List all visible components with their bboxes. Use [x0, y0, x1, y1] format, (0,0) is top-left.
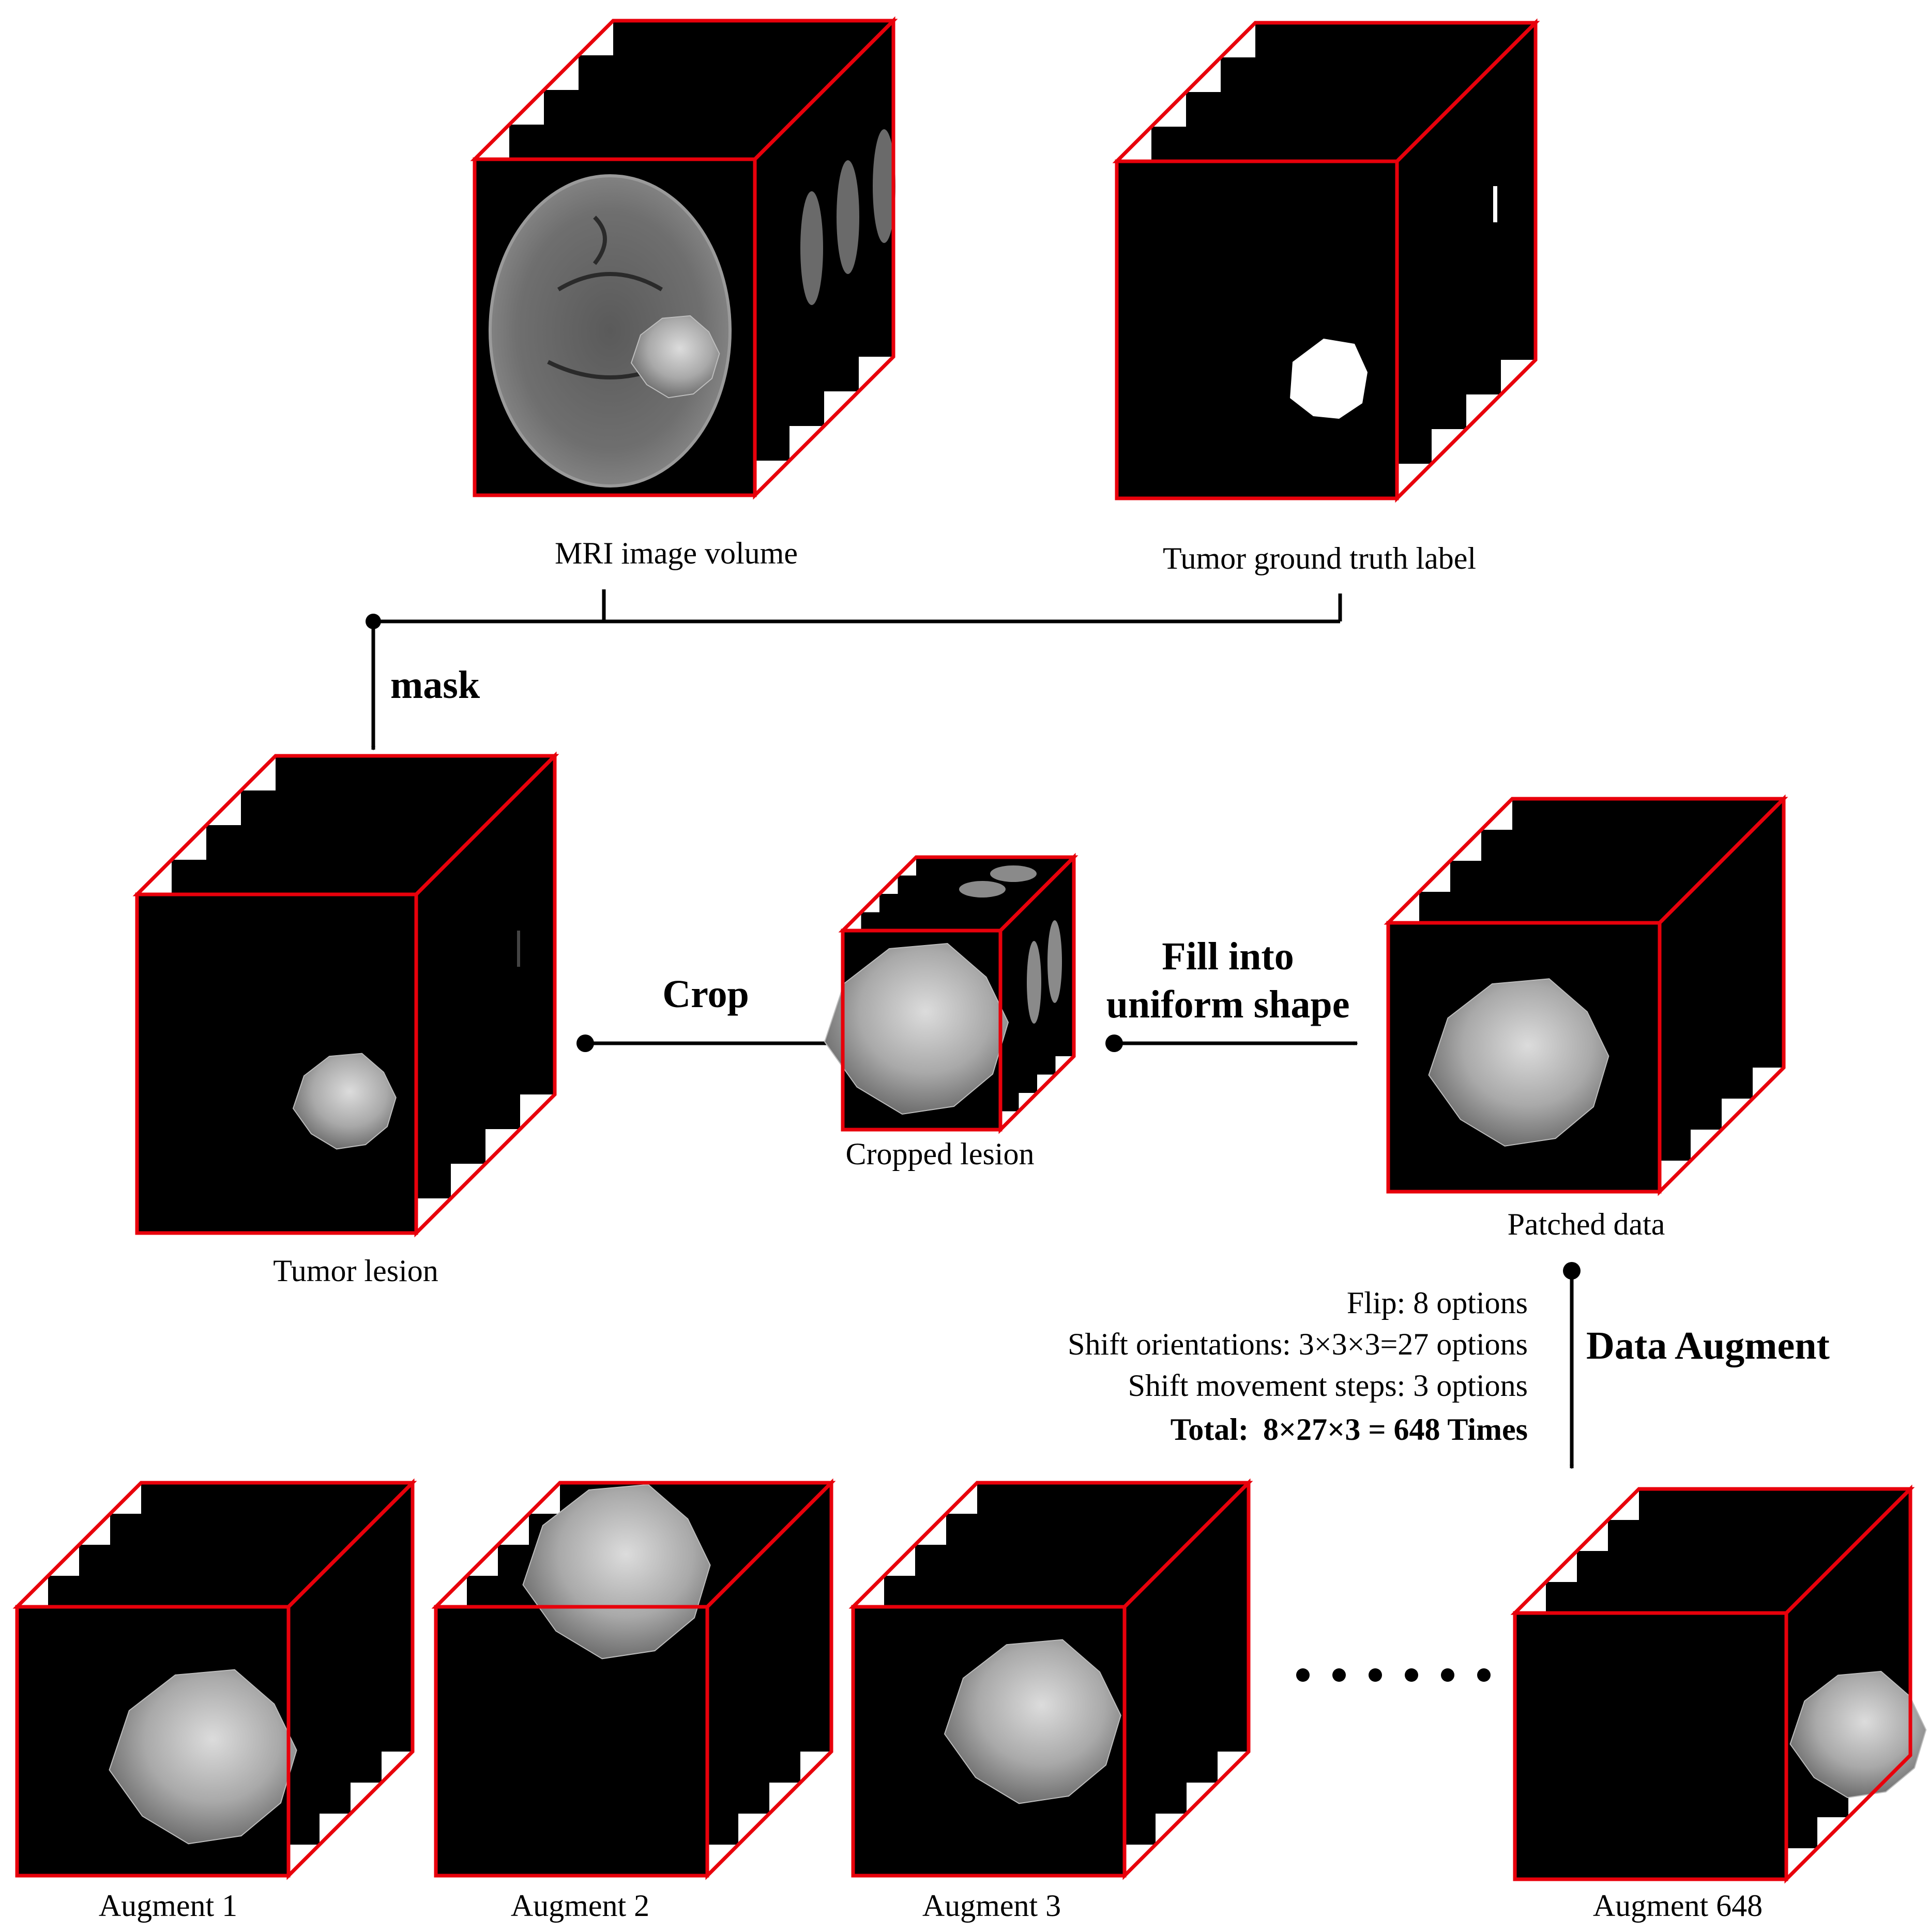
augment-3-caption: Augment 3: [922, 1889, 1061, 1923]
crop-step-label: Crop: [662, 972, 749, 1016]
ellipsis-dots: [1296, 1668, 1491, 1682]
tumor-mask: [1290, 339, 1368, 419]
tumor-lesion-blob: [522, 1484, 711, 1660]
shift-orientation-note: Shift orientations: 3×3×3=27 options: [1068, 1327, 1528, 1361]
total-value: 8×27×3 = 648 Times: [1263, 1412, 1528, 1447]
mri-volume-caption: MRI image volume: [555, 536, 798, 570]
tumor-lesion-blob: [944, 1639, 1121, 1804]
side-slice: [800, 191, 823, 305]
augment-648-volume: [1510, 1484, 1927, 1884]
augment-1-caption: Augment 1: [99, 1889, 237, 1923]
side-slice: [837, 160, 859, 274]
total-label: Total:: [1171, 1412, 1249, 1447]
top-slice: [959, 881, 1006, 897]
flip-options-note: Flip: 8 options: [1347, 1286, 1528, 1320]
front-slice: [1515, 1613, 1786, 1879]
front-slice: [1117, 161, 1397, 498]
mask-edge-sliver: [1493, 186, 1497, 222]
augment-3-volume: [848, 1478, 1253, 1880]
augment-arrow: [1563, 1262, 1581, 1469]
augment-648-caption: Augment 648: [1593, 1889, 1763, 1923]
augment-1-volume: [12, 1478, 417, 1880]
cropped-lesion-caption: Cropped lesion: [846, 1137, 1035, 1171]
tumor-lesion-blob: [292, 1053, 397, 1150]
fill-step-label-line1: Fill into: [1162, 935, 1294, 978]
side-slice: [873, 129, 895, 243]
patched-data-caption: Patched data: [1508, 1207, 1665, 1241]
tumor-lesion-blob: [1789, 1670, 1927, 1799]
augment-total-note: Total: 8×27×3 = 648 Times: [1171, 1412, 1528, 1447]
crop-arrow: [576, 1035, 829, 1052]
tumor-lesion-caption: Tumor lesion: [273, 1254, 438, 1288]
brain-slice: [489, 174, 732, 488]
augment-2-volume: [431, 1478, 836, 1880]
tumor-region: [630, 315, 720, 399]
cropped-lesion-volume: [824, 853, 1079, 1134]
fill-arrow: [1105, 1035, 1358, 1052]
augment-2-caption: Augment 2: [511, 1889, 649, 1923]
shift-steps-note: Shift movement steps: 3 options: [1128, 1368, 1528, 1403]
tumor-lesion-blob: [109, 1669, 297, 1845]
ground-truth-caption: Tumor ground truth label: [1163, 541, 1476, 575]
mask-connector: [366, 589, 1342, 751]
patched-data-volume: [1384, 794, 1788, 1196]
tumor-lesion-blob: [1428, 978, 1609, 1147]
mask-step-label: mask: [390, 663, 480, 707]
side-slice: [1027, 941, 1041, 1024]
front-slice: [436, 1607, 707, 1876]
mri-image-volume: [470, 16, 898, 500]
augment-step-label: Data Augment: [1586, 1324, 1830, 1367]
side-slice: [1047, 920, 1062, 1003]
tumor-lesion-blob: [824, 942, 1009, 1115]
side-sliver: [517, 931, 520, 967]
top-slice: [990, 865, 1037, 882]
tumor-ground-truth-label: [1112, 18, 1540, 503]
fill-step-label-line2: uniform shape: [1106, 983, 1350, 1026]
tumor-lesion-volume: [132, 751, 559, 1238]
